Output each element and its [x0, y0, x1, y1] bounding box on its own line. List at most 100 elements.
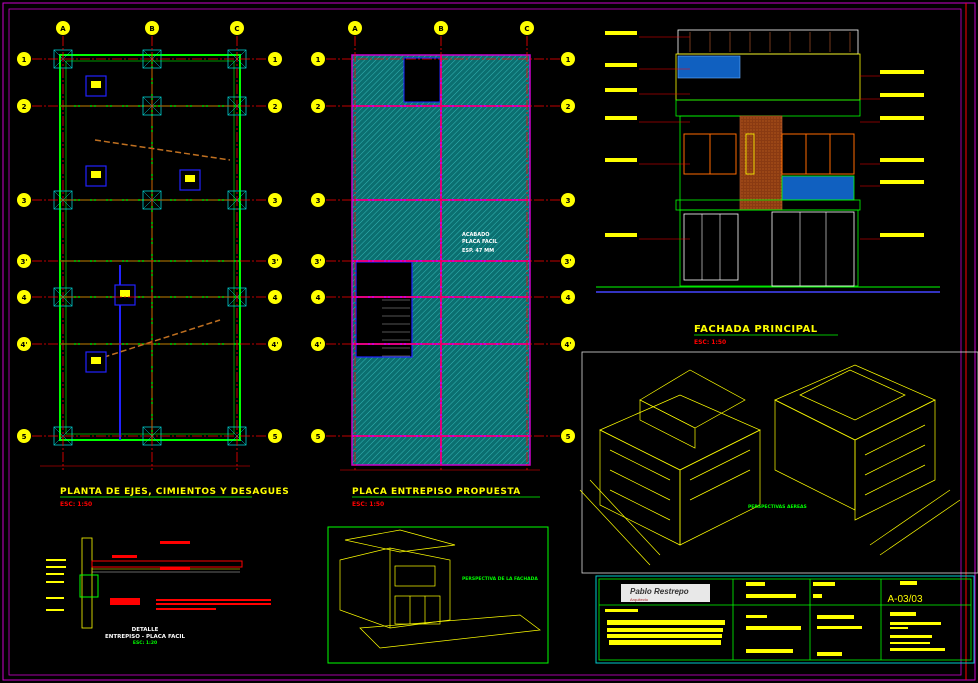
inspection-box-label [120, 290, 130, 297]
axis-bubble [17, 193, 31, 207]
axis-label: 4 [22, 294, 27, 302]
axis-label: 1 [566, 56, 571, 64]
axis-label: 3' [314, 258, 321, 266]
axis-label: C [234, 25, 239, 33]
axis-bubble [268, 254, 282, 268]
axis-bubble [520, 21, 534, 35]
axis-label: 4 [566, 294, 571, 302]
front-elevation [596, 29, 940, 293]
title-block: Pablo Restrepo Arquitecto A-03/03 [595, 575, 975, 664]
inspection-box-label [185, 175, 195, 182]
axis-bubble [17, 52, 31, 66]
exterior-wall [59, 54, 241, 441]
slab-plan-title: PLACA ENTREPISO PROPUESTA ESC: 1:50 [352, 487, 540, 508]
axis-bubble [561, 429, 575, 443]
axis-label: 3' [564, 258, 571, 266]
axis-label: 3' [20, 258, 27, 266]
callout-text [880, 70, 924, 74]
elevation-title: FACHADA PRINCIPAL ESC: 1:50 [694, 324, 838, 346]
axis-bubble [145, 21, 159, 35]
callout-text [605, 63, 637, 67]
slab-note-line: ESP. 47 MM [462, 248, 494, 254]
axis-bubble [561, 193, 575, 207]
foundation-plan-scale: ESC: 1:50 [60, 501, 92, 508]
logo-subtitle: Arquitecto [630, 597, 649, 602]
slab-detail: DETALLE ENTREPISO - PLACA FACIL ESC: 1:2… [46, 537, 271, 646]
axis-label: 4 [273, 294, 278, 302]
axis-bubble [434, 21, 448, 35]
elevation-callouts [605, 31, 924, 240]
axis-label: 2 [316, 103, 321, 111]
stair-void [355, 261, 413, 358]
axis-label: 1 [316, 56, 321, 64]
axis-label: 2 [566, 103, 571, 111]
callout-text [605, 233, 637, 237]
aerial-perspective-right [774, 364, 961, 556]
slab-plan: ACABADO PLACA FACIL ESP. 47 MM A B C 1 1 2 2 3 3… [311, 21, 575, 471]
axis-bubble [268, 99, 282, 113]
slab-plan-scale: ESC: 1:50 [352, 501, 384, 508]
detail-title: DETALLE [132, 627, 159, 633]
callout-text [880, 180, 924, 184]
drawing-frame [8, 8, 962, 676]
axis-bubble [268, 52, 282, 66]
slab-plan-title-text: PLACA ENTREPISO PROPUESTA [352, 487, 521, 497]
facade-perspective-label: PERSPECTIVA DE LA FACHADA [462, 576, 538, 582]
logo-name: Pablo Restrepo [630, 587, 689, 596]
axis-bubble [268, 290, 282, 304]
axis-label: C [524, 25, 529, 33]
aerial-perspective-left [579, 369, 761, 566]
axis-label: B [438, 25, 443, 33]
callout-text [605, 31, 637, 35]
axis-label: 4' [20, 341, 27, 349]
architect-logo: Pablo Restrepo Arquitecto [621, 584, 710, 602]
slab-note-line: PLACA FACIL [462, 239, 498, 245]
axis-bubble [561, 254, 575, 268]
foundation-plan-title-text: PLANTA DE EJES, CIMIENTOS Y DESAGUES [60, 487, 289, 497]
axis-bubble [311, 193, 325, 207]
aerial-perspectives-label: PERSPECTIVAS AEREAS [748, 504, 807, 510]
axis-label: 1 [22, 56, 27, 64]
axis-label: 3 [316, 197, 321, 205]
elevation-title-text: FACHADA PRINCIPAL [694, 324, 818, 335]
axis-bubble [311, 429, 325, 443]
inspection-box-label [91, 171, 101, 178]
axis-label: A [60, 25, 66, 33]
axis-bubble [17, 290, 31, 304]
axis-label: 3 [566, 197, 571, 205]
axis-label: 2 [273, 103, 278, 111]
elevation-scale: ESC: 1:50 [694, 339, 726, 346]
axis-label: 2 [22, 103, 27, 111]
axis-bubble [311, 99, 325, 113]
axis-bubble [561, 52, 575, 66]
axis-bubble [17, 337, 31, 351]
axis-bubble [268, 193, 282, 207]
axis-label: 5 [273, 433, 278, 441]
axis-label: 5 [316, 433, 321, 441]
title-block-fields [605, 581, 945, 656]
axis-label: 3 [273, 197, 278, 205]
axis-bubble [561, 290, 575, 304]
axis-bubble [311, 290, 325, 304]
slab-note-line: ACABADO [462, 232, 490, 238]
sewer-line [94, 319, 221, 361]
axis-label: 4' [564, 341, 571, 349]
inspection-box-label [91, 81, 101, 88]
axis-label: 4 [316, 294, 321, 302]
axis-label: 4' [271, 341, 278, 349]
callout-text [605, 116, 637, 120]
axis-bubble [268, 337, 282, 351]
sewer-line [94, 139, 231, 161]
axis-label: 3 [22, 197, 27, 205]
foundation-plan-title: PLANTA DE EJES, CIMIENTOS Y DESAGUES ESC… [60, 487, 289, 508]
axis-bubble [268, 429, 282, 443]
sheet-number: A-03/03 [887, 594, 922, 605]
axis-label: A [352, 25, 358, 33]
axis-bubble [561, 337, 575, 351]
axis-label: 5 [566, 433, 571, 441]
callout-text [605, 88, 637, 92]
axis-label: 1 [273, 56, 278, 64]
axis-bubble [17, 254, 31, 268]
axis-bubble [311, 254, 325, 268]
